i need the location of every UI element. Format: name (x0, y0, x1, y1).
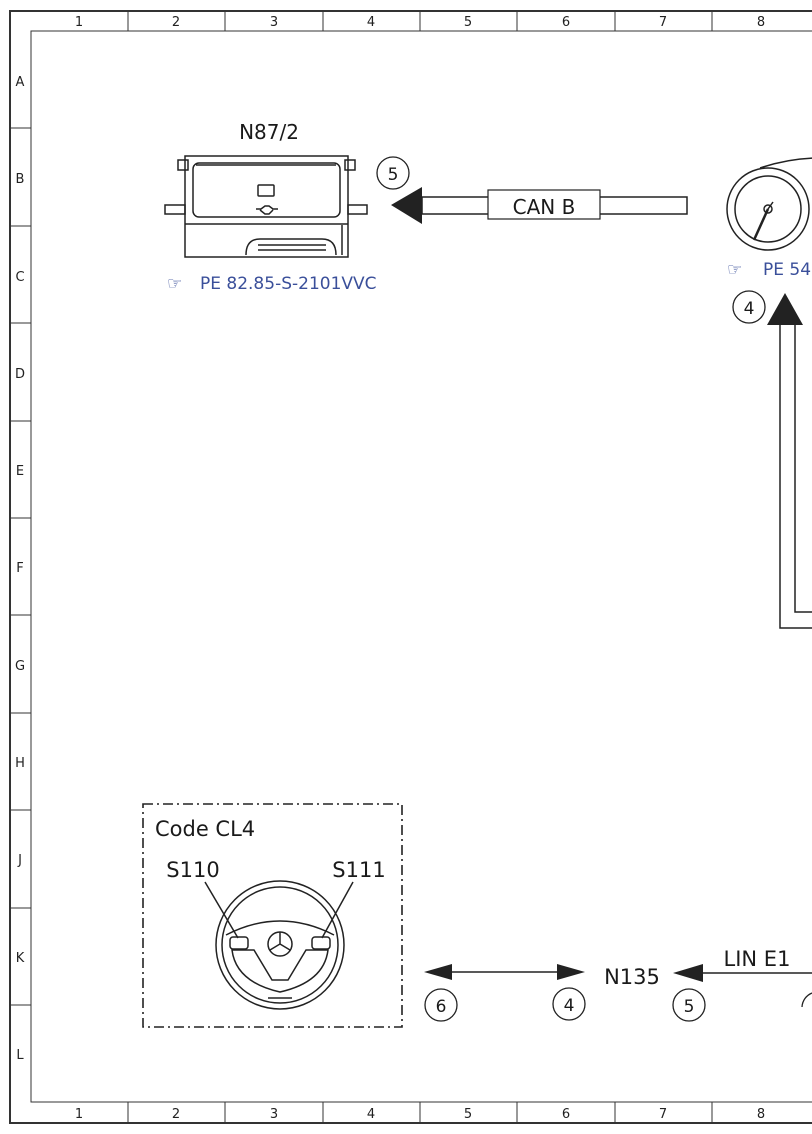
grid-col-label: 1 (75, 15, 83, 30)
n87-2-unit-icon (164, 155, 368, 258)
n135-left-marker-circle (424, 988, 458, 1022)
grid-col-label: 6 (562, 1107, 570, 1122)
outer-frame (9, 10, 812, 1124)
gauge-reference-link[interactable]: PE 54 (763, 260, 811, 280)
grid-col-label: 4 (367, 1107, 375, 1122)
lin-e1-label: LIN E1 (724, 947, 791, 971)
grid-col-label: 8 (757, 15, 765, 30)
code-box-title: Code CL4 (155, 817, 255, 841)
grid-col-label: 3 (270, 15, 278, 30)
lin-e1-arrow (673, 964, 812, 982)
gauge-icon (726, 157, 812, 251)
n87-2-label: N87/2 (239, 120, 299, 144)
lin-e1-marker: 5 (684, 997, 695, 1017)
grid-row-label: F (16, 561, 23, 576)
n135-label: N135 (604, 965, 660, 989)
s111-label: S111 (332, 858, 385, 882)
can-b-arrow (391, 187, 688, 224)
grid-col-label: 6 (562, 15, 570, 30)
n135-double-arrow (424, 964, 585, 980)
steering-wheel-icon (204, 880, 354, 1010)
grid-col-label: 7 (659, 1107, 667, 1122)
n135-left-marker: 6 (436, 997, 447, 1017)
pointing-hand-icon: ☞ (727, 260, 742, 280)
grid-columns-top: 1 2 3 4 5 6 7 8 (75, 15, 765, 30)
grid-col-label: 8 (757, 1107, 765, 1122)
lin-e1-marker-circle (672, 988, 706, 1022)
grid-column-dividers (127, 11, 713, 1123)
grid-row-label: E (16, 464, 24, 479)
grid-row-label: B (16, 172, 25, 187)
grid-columns-bottom: 1 2 3 4 5 6 7 8 (75, 1107, 765, 1122)
can-b-label: CAN B (513, 195, 576, 219)
grid-row-label: H (15, 756, 25, 771)
grid-row-label: G (15, 659, 25, 674)
grid-row-label: A (16, 75, 25, 90)
inner-frame (30, 30, 812, 1103)
grid-row-label: C (15, 270, 24, 285)
vertical-link-marker: 4 (744, 299, 755, 319)
n135-right-marker: 4 (564, 996, 575, 1016)
grid-col-label: 5 (464, 1107, 472, 1122)
grid-col-label: 2 (172, 1107, 180, 1122)
grid-rows: A B C D E F G H J K L (15, 75, 25, 1063)
grid-row-label: L (16, 1048, 24, 1063)
vertical-link-arrow (767, 293, 812, 629)
grid-col-label: 5 (464, 15, 472, 30)
grid-row-label: J (17, 853, 22, 868)
n87-2-reference-link[interactable]: PE 82.85-S-2101VVC (200, 274, 377, 294)
grid-row-label: K (16, 951, 25, 966)
partial-marker-circle (801, 992, 812, 1008)
grid-row-dividers (10, 127, 31, 1006)
grid-col-label: 3 (270, 1107, 278, 1122)
can-b-marker-circle (376, 156, 410, 190)
vertical-link-marker-circle (732, 290, 766, 324)
grid-col-label: 1 (75, 1107, 83, 1122)
grid-col-label: 2 (172, 15, 180, 30)
code-cl4-box (142, 803, 403, 1028)
grid-row-label: D (15, 367, 25, 382)
n135-right-marker-circle (552, 987, 586, 1021)
can-b-marker: 5 (388, 165, 399, 185)
grid-col-label: 4 (367, 15, 375, 30)
grid-col-label: 7 (659, 15, 667, 30)
pointing-hand-icon: ☞ (167, 274, 182, 294)
s110-label: S110 (166, 858, 219, 882)
